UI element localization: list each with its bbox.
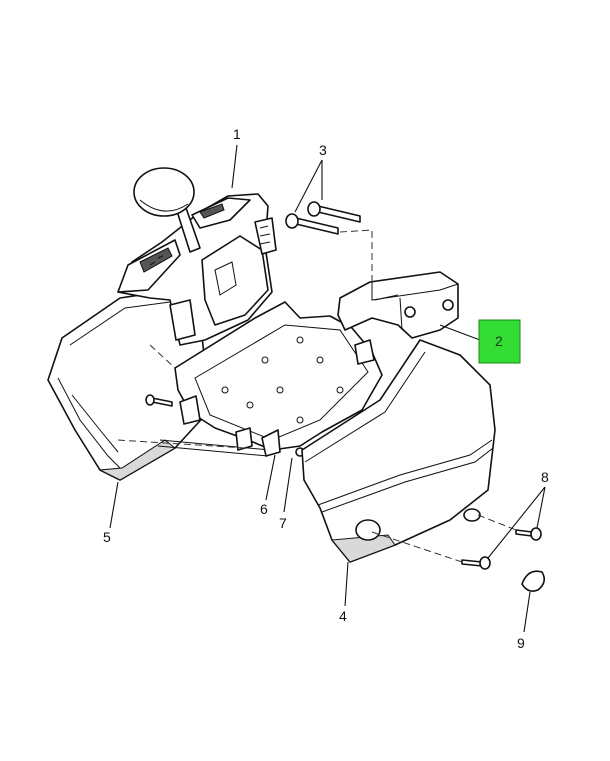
callout-2[interactable]: 2 xyxy=(495,333,503,349)
callout-1: 1 xyxy=(233,126,241,142)
callout-9: 9 xyxy=(517,635,525,651)
part-1-shifter-assembly xyxy=(117,167,277,346)
callout-3: 3 xyxy=(319,142,327,158)
part-5-housing xyxy=(47,289,271,481)
part-8-screw-washer xyxy=(461,527,542,570)
callout-7: 7 xyxy=(279,515,287,531)
highlight-box-2 xyxy=(478,319,521,364)
part-3-bolts xyxy=(285,201,361,235)
callout-6: 6 xyxy=(260,501,268,517)
left-screw xyxy=(145,394,173,407)
callout-4: 4 xyxy=(339,608,347,624)
part-9-cap xyxy=(521,570,546,592)
leader-lines xyxy=(109,144,546,633)
assembly-lines xyxy=(117,229,517,563)
part-4-housing xyxy=(301,339,496,563)
part-2-bracket xyxy=(337,271,459,339)
callout-5: 5 xyxy=(103,529,111,545)
part-6-mounting-plate xyxy=(174,301,383,457)
callout-8: 8 xyxy=(541,469,549,485)
